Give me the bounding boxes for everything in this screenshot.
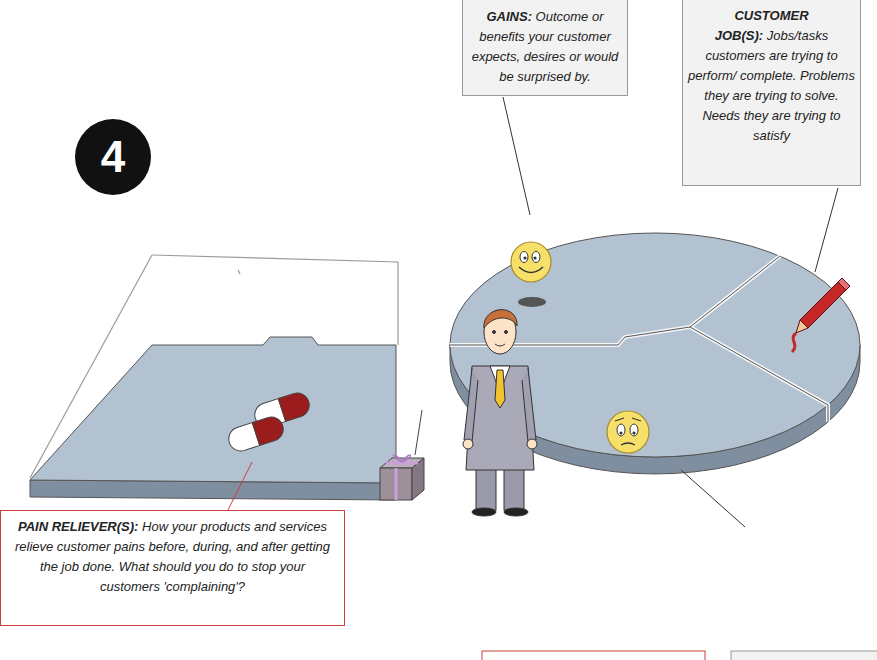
gain-smiley (511, 242, 551, 282)
outline-line (152, 255, 398, 345)
customer-jobs-callout: CUSTOMER JOB(S):Jobs/tasks customers are… (682, 0, 861, 186)
callout-heading: GAINS: (486, 9, 532, 24)
callout-heading: PAIN RELIEVER(S): (18, 519, 138, 534)
badge-circle (75, 119, 151, 195)
value-map-slab (30, 337, 396, 500)
sad-pupil (619, 431, 622, 434)
person-leg (476, 466, 496, 510)
callout-text: Jobs/tasks customers are trying to perfo… (688, 28, 855, 143)
pain-face (607, 411, 649, 453)
person-eye (505, 331, 508, 334)
smiley-pupil (533, 256, 536, 259)
sad-pupil (632, 431, 635, 434)
person-shoe (472, 508, 496, 516)
slab-top (30, 337, 396, 483)
job-pencil (792, 278, 850, 352)
smiley-shadow (518, 297, 546, 307)
leader-line (681, 470, 745, 527)
sad-brow (615, 418, 641, 421)
person-hand (463, 439, 473, 449)
pencil-tip (796, 320, 808, 333)
leader-line (503, 97, 530, 215)
person-leg (504, 466, 524, 510)
smiley-eye (520, 252, 528, 263)
customer-profile-disk (450, 233, 860, 474)
pill-half (278, 390, 312, 421)
person-hand (527, 439, 537, 449)
person-tie (495, 370, 505, 408)
gift-bow (394, 455, 411, 462)
smiley-eye (532, 252, 540, 263)
gains-callout: GAINS:Outcome or benefits your customer … (462, 0, 628, 96)
cut-off-callout (482, 651, 705, 660)
sad-face (607, 411, 649, 453)
person-eye (493, 331, 496, 334)
outline-tick (238, 270, 240, 274)
person-arm (522, 368, 536, 442)
pencil-end (838, 278, 850, 290)
person-hair (484, 310, 517, 328)
step-number: 4 (101, 132, 125, 182)
pill-half (252, 414, 286, 445)
pill-icon (226, 414, 287, 454)
smiley-face (511, 242, 551, 282)
person-shoe (504, 508, 528, 516)
customer-figure (463, 310, 537, 516)
pain-relievers-callout: PAIN RELIEVER(S):How your products and s… (0, 510, 345, 626)
person-mouth (495, 344, 505, 346)
leader-line (415, 410, 422, 455)
leader-line (815, 188, 838, 272)
gift-icon (380, 455, 424, 500)
person-arm (464, 368, 478, 442)
leader-line (228, 462, 252, 510)
smiley-pupil (523, 256, 526, 259)
sad-eye (630, 424, 638, 436)
cut-off-callout (731, 651, 877, 660)
pencil-scribble (792, 333, 796, 352)
sad-mouth (621, 443, 635, 445)
smiley-mouth (519, 267, 543, 273)
gift-ribbon (386, 463, 418, 500)
step-number-badge: 4 (74, 118, 152, 196)
sad-eye (617, 424, 625, 436)
pencil-body (800, 282, 846, 328)
